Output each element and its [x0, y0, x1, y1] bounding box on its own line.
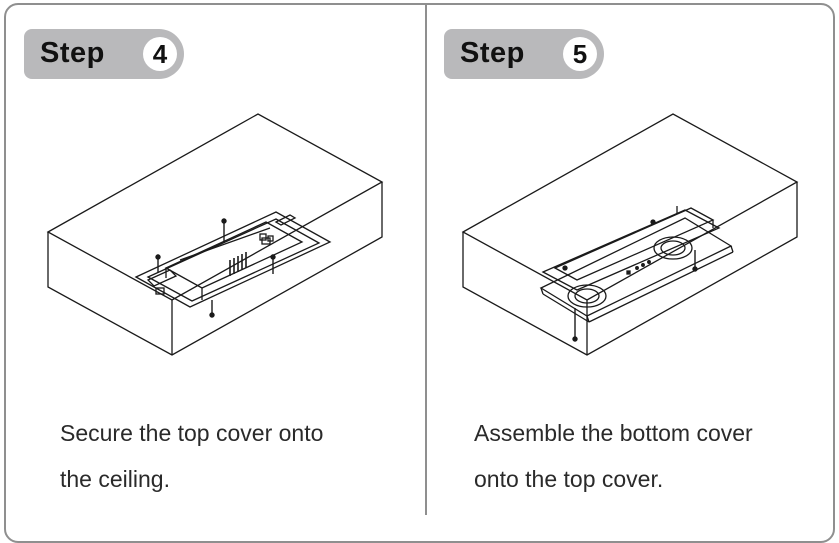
- step-4-badge: Step 4: [24, 29, 184, 79]
- caption-line: Secure the top cover onto: [60, 420, 324, 446]
- step-label: Step: [460, 37, 525, 69]
- step-4-caption: Secure the top cover onto the ceiling.: [60, 410, 390, 502]
- ceiling-top-cover-illustration: [46, 113, 384, 356]
- step-label: Step: [40, 37, 105, 69]
- caption-line: onto the top cover.: [474, 466, 664, 492]
- step-number: 4: [143, 37, 177, 71]
- step-5-badge: Step 5: [444, 29, 604, 79]
- bottom-cover-illustration: [461, 113, 799, 356]
- panel-divider: [425, 3, 427, 515]
- step-5-caption: Assemble the bottom cover onto the top c…: [474, 410, 804, 502]
- caption-line: Assemble the bottom cover: [474, 420, 753, 446]
- caption-line: the ceiling.: [60, 466, 170, 492]
- step-number: 5: [563, 37, 597, 71]
